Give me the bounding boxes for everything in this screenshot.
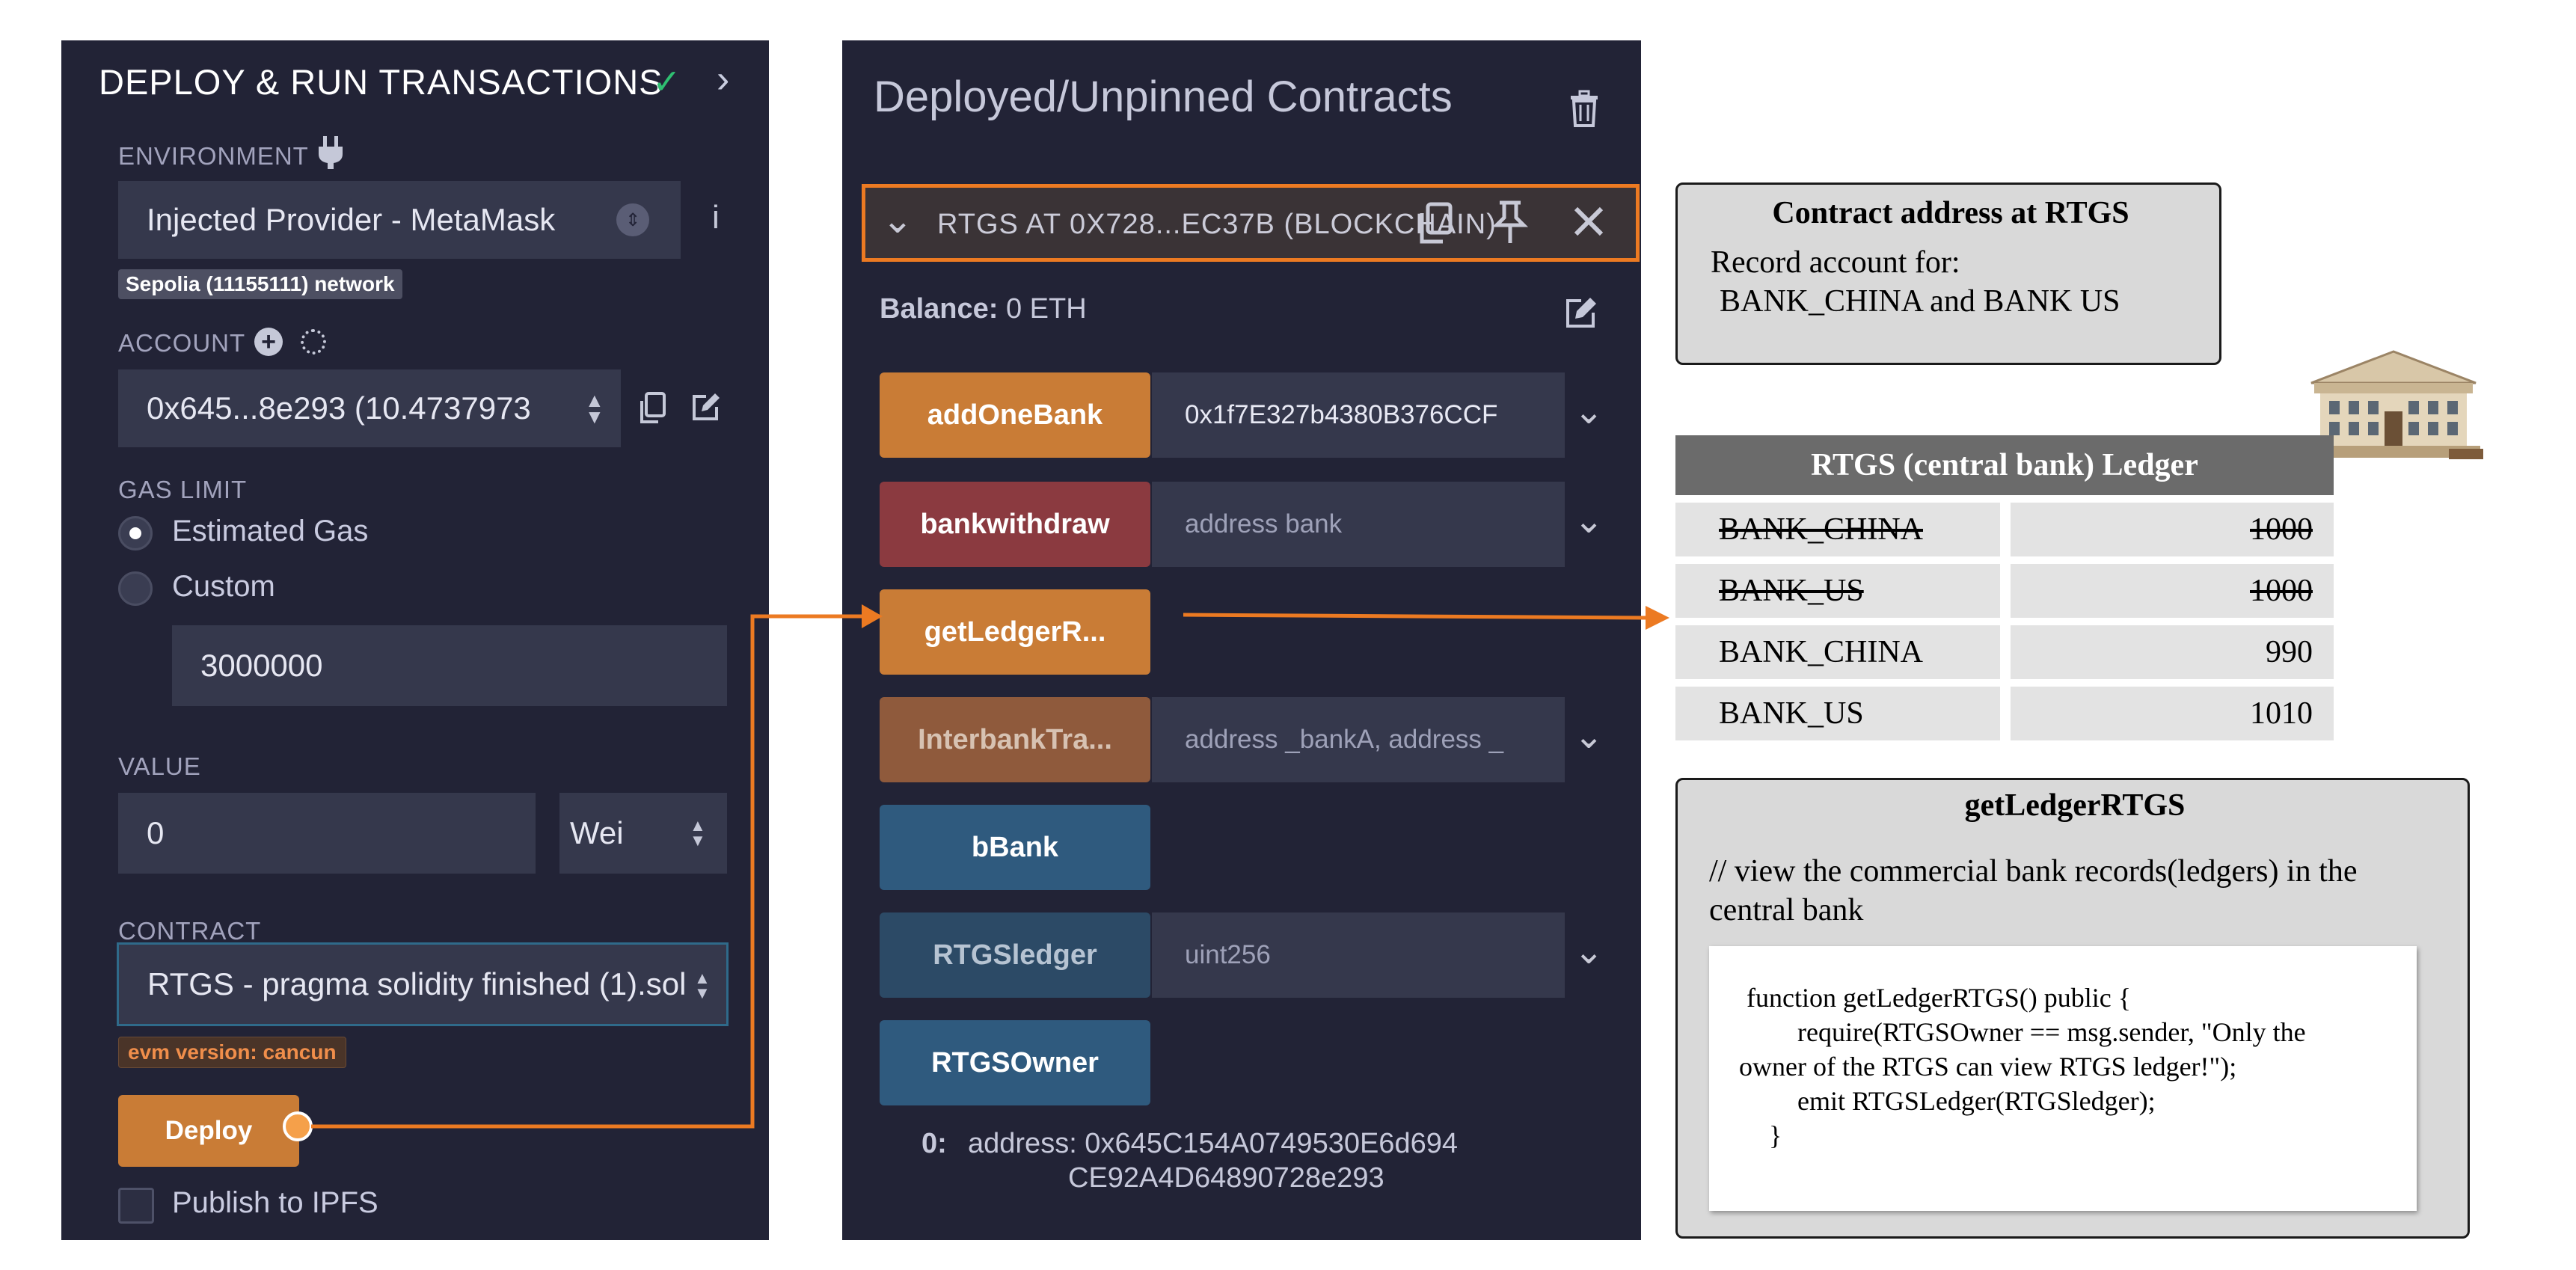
contract-note-line2: BANK_CHINA and BANK US [1720, 284, 2120, 319]
code-line-5: } [1769, 1120, 1782, 1150]
addonebank-input[interactable]: 0x1f7E327b4380B376CCF [1152, 372, 1565, 458]
ledger-amount-cell: 1010 [2011, 687, 2334, 740]
chevron-down-icon[interactable]: ⌄ [882, 199, 913, 241]
getledgerrtgs-note: getLedgerRTGS // view the commercial ban… [1675, 778, 2470, 1239]
output-line-1: address: 0x645C154A0749530E6d694 [968, 1128, 1458, 1159]
interbanktransfer-button[interactable]: InterbankTra... [880, 697, 1150, 782]
chevron-right-icon[interactable]: › [717, 58, 730, 101]
ledger-amount-cell: 990 [2011, 625, 2334, 679]
contract-note-line1: Record account for: [1711, 245, 1960, 280]
contract-select[interactable]: RTGS - pragma solidity finished (1).sol [117, 942, 729, 1026]
edit-balance-icon[interactable] [1563, 296, 1598, 331]
publish-ipfs-label: Publish to IPFS [172, 1186, 378, 1219]
function-note-description: // view the commercial bank records(ledg… [1709, 854, 2358, 927]
panel-title: DEPLOY & RUN TRANSACTIONS [99, 62, 663, 102]
edit-icon[interactable] [690, 392, 721, 423]
plug-icon [317, 135, 344, 171]
rtgsledger-input[interactable]: uint256 [1152, 912, 1565, 998]
bankwithdraw-input[interactable]: address bank [1152, 482, 1565, 567]
bbank-button[interactable]: bBank [880, 805, 1150, 890]
gas-limit-label: GAS LIMIT [118, 476, 248, 503]
output-line-2: CE92A4D64890728e293 [1068, 1162, 1384, 1194]
account-label: ACCOUNT [118, 329, 246, 357]
code-line-2: require(RTGSOwner == msg.sender, "Only t… [1797, 1017, 2306, 1047]
balance-label: Balance: [880, 293, 999, 325]
radio-estimated-gas[interactable] [118, 516, 153, 550]
environment-label: ENVIRONMENT [118, 142, 309, 170]
code-line-4: emit RTGSLedger(RTGSledger); [1797, 1086, 2156, 1116]
ledger-bank-cell: BANK_US [1675, 564, 2000, 618]
rtgsledger-button[interactable]: RTGSledger [880, 912, 1150, 998]
getledgerrtgs-button[interactable]: getLedgerR... [880, 589, 1150, 675]
copy-icon[interactable] [637, 392, 667, 425]
interbanktransfer-input[interactable]: address _bankA, address _ [1152, 697, 1565, 782]
spinner-icon [301, 329, 326, 355]
environment-select[interactable]: Injected Provider - MetaMask [118, 181, 681, 259]
contract-label: CONTRACT [118, 917, 262, 945]
function-to-ledger-arrow [1183, 613, 1646, 620]
interbanktransfer-expand-icon[interactable]: ⌄ [1574, 717, 1604, 756]
arrowhead-1 [862, 604, 883, 628]
deploy-run-panel: DEPLOY & RUN TRANSACTIONS ✓ › ENVIRONMEN… [61, 40, 769, 1240]
account-value: 0x645...8e293 (10.4737973 [147, 390, 531, 426]
balance-row: Balance: 0 ETH [880, 293, 1087, 325]
deployed-title: Deployed/Unpinned Contracts [874, 73, 1453, 121]
rtgsledger-expand-icon[interactable]: ⌄ [1574, 932, 1604, 972]
rtgsowner-button[interactable]: RTGSOwner [880, 1020, 1150, 1105]
addonebank-expand-icon[interactable]: ⌄ [1574, 392, 1604, 432]
environment-value: Injected Provider - MetaMask [147, 202, 556, 237]
value-label: VALUE [118, 752, 201, 780]
output-index: 0: [921, 1128, 947, 1159]
ledger-bank-cell: BANK_CHINA [1675, 625, 2000, 679]
info-icon[interactable]: i [712, 199, 720, 236]
stepper-icon[interactable]: ▲▼ [585, 389, 604, 428]
code-line-1: function getLedgerRTGS() public { [1747, 983, 2131, 1013]
arrowhead-2 [1646, 606, 1669, 630]
addonebank-button[interactable]: addOneBank [880, 372, 1150, 458]
ledger-amount-cell: 1000 [2011, 564, 2334, 618]
publish-ipfs-checkbox[interactable] [118, 1188, 154, 1224]
code-line-3: owner of the RTGS can view RTGS ledger!"… [1739, 1052, 2237, 1082]
account-select[interactable]: 0x645...8e293 (10.4737973 [118, 369, 621, 447]
bankwithdraw-button[interactable]: bankwithdraw [880, 482, 1150, 567]
deployed-contracts-panel: Deployed/Unpinned Contracts ⌄ RTGS AT 0X… [842, 40, 1641, 1240]
bankwithdraw-expand-icon[interactable]: ⌄ [1574, 501, 1604, 541]
trash-icon[interactable] [1569, 90, 1599, 127]
ledger-bank-cell: BANK_CHINA [1675, 503, 2000, 556]
close-icon[interactable] [1571, 204, 1606, 239]
unit-arrows-icon: ▲▼ [690, 816, 706, 850]
contract-address-note: Contract address at RTGS Record account … [1675, 182, 2221, 365]
ledger-amount-cell: 1000 [2011, 503, 2334, 556]
ledger-title: RTGS (central bank) Ledger [1675, 435, 2334, 495]
value-amount: 0 [147, 815, 165, 850]
bank-building-icon [2304, 349, 2483, 461]
evm-version-badge: evm version: cancun [118, 1037, 346, 1068]
estimated-gas-label: Estimated Gas [172, 515, 369, 547]
check-icon: ✓ [652, 62, 681, 101]
custom-gas-value: 3000000 [200, 648, 323, 683]
copy-address-icon[interactable] [1417, 202, 1453, 245]
value-unit: Wei [570, 815, 624, 850]
balance-value: 0 ETH [1005, 293, 1087, 325]
value-input[interactable]: 0 [118, 793, 536, 874]
pin-icon[interactable] [1491, 200, 1529, 245]
deploy-connector-dot [283, 1111, 313, 1141]
contract-instance-bar[interactable]: ⌄ RTGS AT 0X728...EC37B (BLOCKCHAIN) [862, 184, 1640, 262]
ledger-bank-cell: BANK_US [1675, 687, 2000, 740]
contract-note-title: Contract address at RTGS [1772, 196, 2129, 230]
select-arrows-icon: ⇕ [616, 203, 649, 236]
deploy-button[interactable]: Deploy [118, 1095, 299, 1167]
add-account-icon[interactable]: + [254, 328, 283, 356]
radio-custom-gas[interactable] [118, 571, 153, 606]
contract-value: RTGS - pragma solidity finished (1).sol [147, 966, 687, 1001]
custom-gas-input[interactable]: 3000000 [172, 625, 727, 706]
value-unit-select[interactable]: Wei [559, 793, 727, 874]
network-badge: Sepolia (11155111) network [118, 269, 402, 299]
contract-arrows-icon: ▲▼ [694, 969, 711, 1002]
deploy-to-function-arrow [311, 614, 862, 1129]
code-block: function getLedgerRTGS() public { requir… [1709, 946, 2417, 1211]
function-note-title: getLedgerRTGS [1964, 788, 2186, 823]
custom-gas-label: Custom [172, 570, 275, 603]
